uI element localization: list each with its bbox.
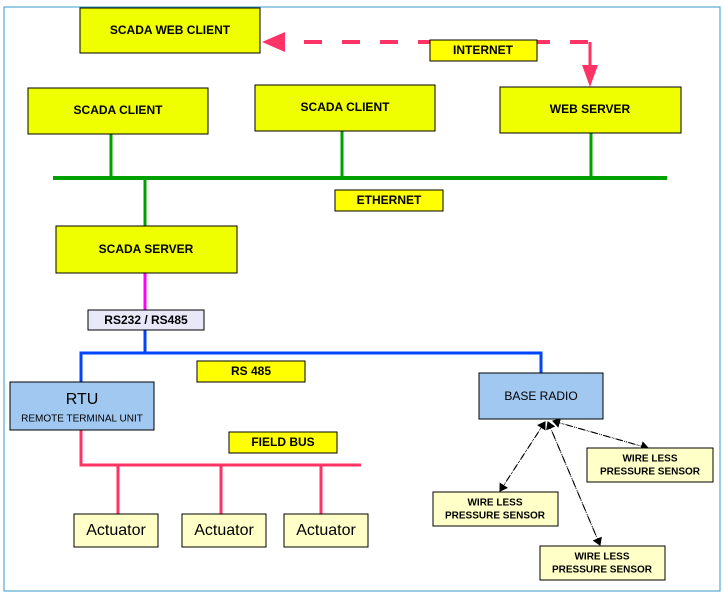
scada-client-node-2: SCADA CLIENT [254, 84, 436, 132]
sensor-label-line1: WIRE LESS [622, 454, 677, 465]
rs485-bus [79, 330, 543, 382]
sensor-label-line1: WIRE LESS [467, 498, 522, 509]
web-server-label: WEB SERVER [550, 102, 631, 116]
actuator-node: Actuator [283, 513, 369, 548]
base-radio-node: BASE RADIO [478, 372, 604, 420]
rtu-title: RTU [66, 391, 99, 408]
actuator-node: Actuator [73, 513, 159, 548]
rs232-rs485-label-box: RS232 / RS485 [87, 309, 205, 331]
rs485-label: RS 485 [231, 364, 271, 378]
rtu-node: RTU REMOTE TERMINAL UNIT [9, 381, 155, 431]
sensor-label-line1: WIRE LESS [574, 552, 629, 563]
base-radio-label: BASE RADIO [504, 389, 577, 403]
field-bus-label: FIELD BUS [251, 435, 314, 449]
web-server-node: WEB SERVER [499, 86, 682, 134]
scada-client-node-1: SCADA CLIENT [27, 87, 209, 135]
ethernet-label-box: ETHERNET [334, 189, 444, 212]
rs485-label-box: RS 485 [196, 360, 306, 383]
actuator-label: Actuator [296, 522, 356, 539]
scada-web-client-label: SCADA WEB CLIENT [110, 23, 231, 37]
field-bus [79, 430, 361, 514]
wireless-links [499, 418, 649, 546]
actuator-label: Actuator [86, 522, 146, 539]
ethernet-bus [53, 131, 667, 226]
scada-server-label: SCADA SERVER [99, 242, 194, 256]
wireless-sensor-node: WIRE LESS PRESSURE SENSOR [586, 447, 714, 483]
arrow-to-web-client [262, 32, 285, 52]
scada-client-label: SCADA CLIENT [301, 100, 391, 114]
actuator-node: Actuator [181, 513, 267, 548]
actuator-label: Actuator [194, 522, 254, 539]
wireless-sensor-node: WIRE LESS PRESSURE SENSOR [539, 545, 666, 581]
scada-client-label: SCADA CLIENT [74, 103, 164, 117]
sensor-label-line2: PRESSURE SENSOR [445, 511, 546, 522]
internet-label: INTERNET [453, 43, 514, 57]
ethernet-label: ETHERNET [357, 193, 422, 207]
rtu-subtitle: REMOTE TERMINAL UNIT [21, 414, 143, 425]
sensor-label-line2: PRESSURE SENSOR [552, 565, 653, 576]
wireless-sensor-node: WIRE LESS PRESSURE SENSOR [432, 491, 559, 527]
scada-web-client-node: SCADA WEB CLIENT [79, 7, 261, 54]
internet-label-box: INTERNET [429, 39, 538, 62]
arrow-to-web-server [582, 65, 598, 87]
scada-server-node: SCADA SERVER [55, 225, 238, 274]
rs232-rs485-label: RS232 / RS485 [104, 313, 188, 327]
field-bus-label-box: FIELD BUS [228, 431, 338, 454]
diagram-frame [3, 6, 721, 592]
sensor-label-line2: PRESSURE SENSOR [600, 467, 701, 478]
